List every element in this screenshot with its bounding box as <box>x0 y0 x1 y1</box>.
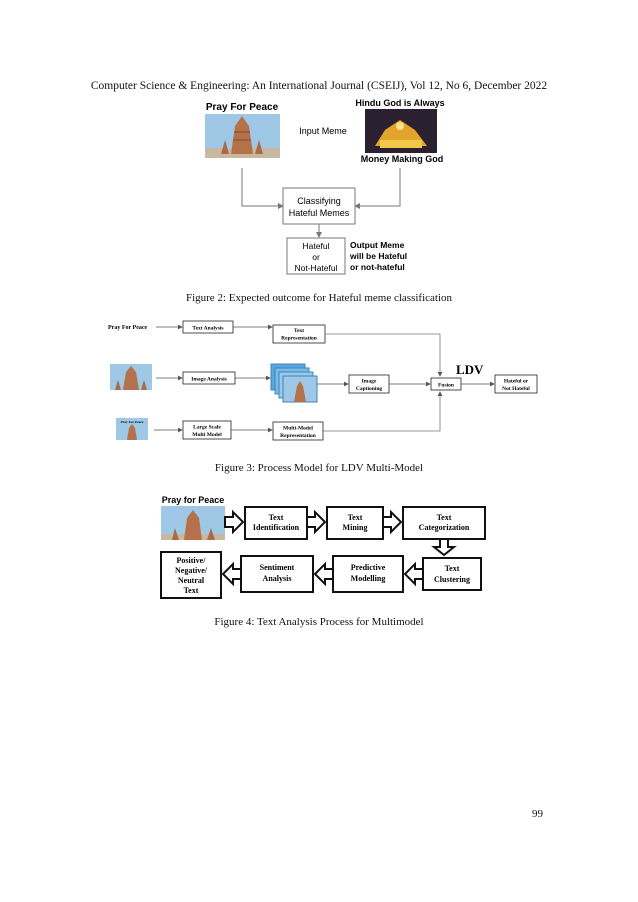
arrow-r1-to-fusion <box>325 333 443 377</box>
b1-line-2: Identification <box>253 523 300 532</box>
fig4-arrow-down <box>431 538 457 557</box>
hateful-output-box <box>494 374 538 394</box>
stacked-image-frames <box>270 363 318 403</box>
multi-line-1: Multi-Model <box>283 426 313 432</box>
sentiment-output-box <box>160 551 222 599</box>
fig4-arrow-5 <box>313 561 334 587</box>
input-meme-label: Input Meme <box>299 126 347 136</box>
ldv-label: LDV <box>456 362 484 377</box>
fusion-label: Fusion <box>438 383 454 389</box>
hateful-line-2: Not Hateful <box>502 386 530 392</box>
output-box <box>286 237 346 275</box>
fig4-meme-image <box>161 506 225 540</box>
text-analysis-label: Text Analysis <box>192 326 223 332</box>
text-rep-line-1: Text <box>294 328 304 334</box>
hateful-line-1: Hateful or <box>504 379 529 385</box>
b7-line-3: Neutral <box>178 576 205 585</box>
left-meme-image <box>205 114 280 158</box>
classifying-box <box>282 187 356 225</box>
fig4-arrow-1 <box>224 509 245 535</box>
right-meme-bottom-text: Money Making God <box>361 154 444 164</box>
row3-meme-text: Pray For Peace <box>121 420 144 424</box>
fig4-arrow-2 <box>306 509 327 535</box>
large-line-2: Multi Model <box>192 432 222 438</box>
figure-4-diagram: Pray for Peace Text Identification Text … <box>160 495 486 599</box>
fig4-arrow-4 <box>403 561 424 587</box>
figure-2-caption: Figure 2: Expected outcome for Hateful m… <box>185 292 453 304</box>
b3-line-2: Categorization <box>419 523 470 532</box>
right-meme-image <box>365 109 437 153</box>
large-line-1: Large Scale <box>193 425 221 431</box>
page-number: 99 <box>532 808 543 820</box>
output-box-line-3: Not-Hateful <box>295 263 338 273</box>
b6-line-1: Sentiment <box>260 563 295 572</box>
output-desc-line-3: or not-hateful <box>350 262 405 272</box>
b4-line-1: Text <box>445 564 460 573</box>
b4-line-2: Clustering <box>434 575 470 584</box>
output-desc-line-2: will be Hateful <box>349 251 407 261</box>
classifying-line-2: Hateful Memes <box>289 208 350 218</box>
image-cap-line-2: Captioning <box>356 386 383 392</box>
right-meme-top-text: Hindu God is Always <box>355 98 444 108</box>
b7-line-2: Negative/ <box>175 566 208 575</box>
figure-4-caption: Figure 4: Text Analysis Process for Mult… <box>214 616 424 628</box>
output-box-line-1: Hateful <box>303 241 330 251</box>
b5-line-2: Modelling <box>351 574 386 583</box>
output-desc-line-1: Output Meme <box>350 240 405 250</box>
sentiment-analysis-box <box>240 555 314 593</box>
output-box-line-2: or <box>312 252 320 262</box>
b6-line-2: Analysis <box>263 574 292 583</box>
connector-right <box>354 168 401 209</box>
b1-line-1: Text <box>269 513 284 522</box>
left-meme-text: Pray For Peace <box>206 102 279 113</box>
text-mining-box <box>326 506 384 540</box>
b5-line-1: Predictive <box>351 563 386 572</box>
figure-3-caption: Figure 3: Process Model for LDV Multi-Mo… <box>214 462 424 474</box>
text-clustering-box <box>422 557 482 591</box>
b7-line-4: Text <box>184 586 199 595</box>
image-cap-line-1: Image <box>362 379 377 385</box>
b7-line-1: Positive/ <box>177 556 207 565</box>
text-rep-line-2: Representation <box>281 336 317 342</box>
predictive-modelling-box <box>332 555 404 593</box>
figure-2-diagram: Pray For Peace Hindu God is Always Money… <box>205 98 445 275</box>
b2-line-2: Mining <box>343 523 368 532</box>
b3-line-1: Text <box>437 513 452 522</box>
image-analysis-label: Image Analysis <box>191 377 227 383</box>
text-categorization-box <box>402 506 486 540</box>
classifying-line-1: Classifying <box>297 196 341 206</box>
fig4-meme-text: Pray for Peace <box>162 495 225 505</box>
figure-3-diagram: Pray For Peace Text Analysis Text Repres… <box>108 320 538 441</box>
connector-left <box>241 168 284 209</box>
row3-meme-image: Pray For Peace <box>116 418 148 440</box>
running-header: Computer Science & Engineering: An Inter… <box>90 80 548 92</box>
multi-line-2: Representation <box>280 433 316 439</box>
fig4-arrow-6 <box>221 561 242 587</box>
b2-line-1: Text <box>348 513 363 522</box>
arrow-r3-to-fusion <box>323 391 443 432</box>
fig4-arrow-3 <box>382 509 403 535</box>
row2-meme-image <box>110 364 152 390</box>
meme-text-top: Pray For Peace <box>108 325 148 331</box>
